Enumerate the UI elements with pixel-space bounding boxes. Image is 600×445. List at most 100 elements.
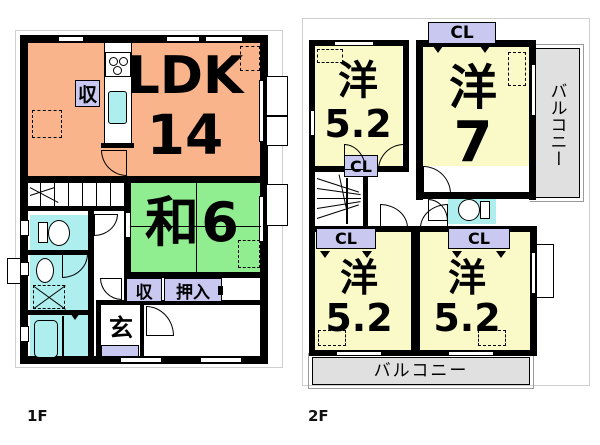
ldk-floor-marker-a (32, 110, 62, 138)
window-ldk-east-glass (259, 80, 264, 142)
wall-1f-top (20, 35, 268, 43)
slider-washitsu-east (266, 184, 288, 226)
toilet-bowl-2f (458, 199, 480, 221)
sw-floor-marker (318, 330, 346, 346)
stove-burner-1 (109, 57, 118, 66)
balcony-south-label-text: バルコニー (373, 360, 469, 381)
window-1f-top-c (205, 36, 243, 42)
western-se-size: 5.2 (426, 296, 508, 340)
western-nw-size: 5.2 (318, 102, 398, 146)
window-2f-se-east-glass (531, 252, 536, 294)
stairs-2f (315, 172, 365, 228)
western-ne-size-text: 7 (453, 110, 493, 175)
wall-bath-north (28, 310, 89, 315)
storage-washitsu-closet: 収 (126, 278, 162, 303)
closet-sw-arrow-right (362, 251, 372, 258)
balcony-south-rail (308, 353, 534, 389)
toilet-window-1f (20, 220, 29, 236)
tatami-line-v (196, 183, 198, 272)
floor-label-1f-text: 1F (27, 407, 48, 425)
storage-shoe-closet (101, 345, 139, 357)
western-sw-label: 洋 (324, 256, 394, 300)
western-nw-size-text: 5.2 (324, 102, 392, 146)
closet-top-arrow-left (433, 46, 443, 53)
floor-label-2f-text: 2F (308, 407, 329, 425)
washitsu-west-opening (125, 212, 131, 238)
washitsu-size-text: 6 (201, 191, 239, 254)
wall-washitsu-south (128, 272, 263, 278)
window-1f-top-b (166, 36, 200, 42)
closet-se-label: CL (468, 229, 490, 248)
slider-ldk-east (266, 76, 288, 116)
closet-top-arrow-right (480, 46, 490, 53)
wall-wet-east (88, 206, 94, 356)
western-se-label: 洋 (432, 256, 502, 300)
balcony-east-label-text: バルコニー (546, 82, 567, 167)
stair-rail-2f (346, 178, 348, 224)
floor-label-1f: 1F (27, 407, 48, 425)
wall-2f-stair-left (309, 166, 315, 232)
western-se-size-text: 5.2 (433, 296, 501, 340)
closet-se: CL (448, 228, 510, 249)
oshiire-end-mark (218, 286, 223, 295)
wall-2f-nw-right (403, 40, 409, 170)
western-ne-size: 7 (440, 112, 506, 174)
closet-se-arrow-left (452, 251, 462, 258)
bath-door-arrow-1f (70, 313, 80, 320)
se-floor-marker (478, 330, 506, 346)
wall-2f-sw-left (309, 226, 315, 356)
ldk-label: LDK (127, 48, 244, 104)
bathtub-1f (34, 320, 58, 358)
western-nw-label-text: 洋 (338, 58, 378, 104)
slider-2f-se-east (536, 244, 554, 298)
stove-burner-2 (119, 57, 128, 66)
storage-oshiire: 押入 (164, 278, 222, 303)
wall-2f-ne-bottom (416, 192, 536, 199)
ldk-floor-marker-b (240, 46, 260, 71)
western-se-label-text: 洋 (447, 256, 486, 300)
wall-1f-right (260, 35, 268, 364)
wall-2f-nw-left (309, 40, 315, 172)
storage-oshiire-label: 押入 (176, 282, 210, 303)
washbasin-window-1f (20, 262, 29, 276)
window-2f-nw-left (310, 110, 315, 136)
window-2f-sw-bottom (336, 351, 382, 356)
entrance-step (140, 305, 144, 358)
wall-2f-mid-vertical (411, 226, 420, 356)
balcony-east-rail (528, 44, 584, 202)
washbasin-bowl-1f (36, 258, 54, 283)
storage-washitsu-closet-label: 収 (135, 282, 153, 303)
toilet-tank-1f (38, 222, 48, 243)
washitsu-label-text: 和 (145, 191, 199, 254)
window-1f-bottom-b (200, 357, 242, 363)
floor-plan-1f: 収 収 押入 玄 (7, 30, 288, 425)
washitsu-size-label: 6 (198, 192, 242, 254)
storage-ldk-closet-label: 収 (77, 84, 97, 106)
balcony-south-label: バルコニー (312, 357, 530, 385)
washitsu-floor-marker (238, 240, 260, 268)
window-1f-top-a (58, 36, 84, 42)
closet-sw-label: CL (335, 229, 357, 248)
closet-se-arrow-right (496, 251, 506, 258)
window-2f-se-bottom (448, 351, 494, 356)
ne-floor-marker (508, 52, 526, 86)
slider-hall-west (7, 258, 21, 284)
room-ldk (27, 42, 262, 179)
balcony-south (312, 357, 530, 385)
slider-ldk-east-2 (266, 116, 288, 146)
western-nw-label: 洋 (322, 58, 394, 104)
wall-stair-south (28, 206, 125, 211)
bath-window-1f (20, 326, 29, 342)
western-sw-label-text: 洋 (339, 256, 378, 300)
western-sw-size-text: 5.2 (325, 296, 393, 340)
window-washitsu-east-glass (259, 196, 264, 242)
wall-toilet-south (28, 250, 89, 255)
wall-hall-east (124, 183, 131, 304)
stairs-1f (28, 183, 124, 206)
stove-burner-3 (113, 66, 122, 75)
closet-sw-arrow-left (320, 251, 330, 258)
bath-divider-1f (62, 316, 64, 358)
balcony-east (532, 48, 580, 198)
balcony-east-label: バルコニー (536, 62, 576, 187)
wall-2f-s-bottom (309, 350, 537, 356)
